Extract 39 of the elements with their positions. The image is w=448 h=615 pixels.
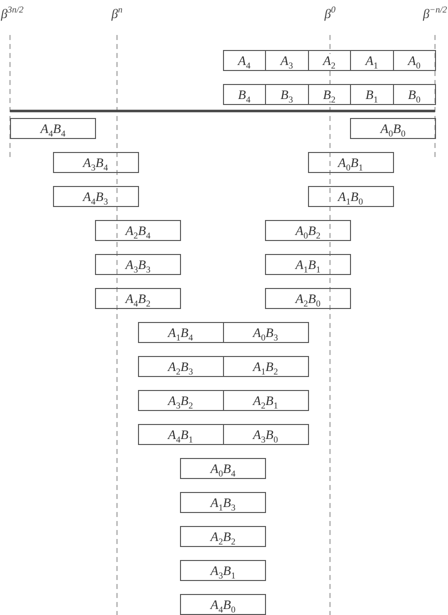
partial-product-box: A$_{0}$B$_{1}$ — [308, 152, 394, 173]
partial-product-box: A$_{2}$B$_{2}$ — [180, 526, 266, 547]
partial-product-box: A$_{4}$B$_{2}$ — [95, 288, 181, 309]
partial-product-box: A$_{0}$B$_{0}$ — [350, 118, 436, 139]
partial-product-box: A$_{3}$B$_{2}$ — [138, 390, 224, 411]
partial-product-box: A$_{0}$B$_{2}$ — [265, 220, 351, 241]
operand-digit-box: A$_{0}$ — [392, 50, 436, 71]
partial-product-box: A$_{3}$B$_{1}$ — [180, 560, 266, 581]
power-label: β$^{0}$ — [324, 6, 336, 22]
operand-digit-box: B$_{1}$ — [350, 84, 394, 105]
partial-product-box: A$_{4}$B$_{0}$ — [180, 594, 266, 615]
operand-digit-box: A$_{2}$ — [308, 50, 351, 71]
partial-product-box: A$_{4}$B$_{1}$ — [138, 424, 224, 445]
operand-digit-box: B$_{3}$ — [265, 84, 308, 105]
partial-product-box: A$_{2}$B$_{0}$ — [265, 288, 351, 309]
partial-product-box: A$_{3}$B$_{4}$ — [52, 152, 138, 173]
partial-product-box: A$_{1}$B$_{1}$ — [265, 254, 351, 275]
partial-product-box: A$_{0}$B$_{4}$ — [180, 458, 266, 479]
partial-product-box: A$_{3}$B$_{0}$ — [222, 424, 308, 445]
partial-product-box: A$_{4}$B$_{4}$ — [10, 118, 96, 139]
partial-product-box: A$_{1}$B$_{3}$ — [180, 492, 266, 513]
partial-product-box: A$_{3}$B$_{3}$ — [95, 254, 181, 275]
operand-digit-box: B$_{4}$ — [222, 84, 266, 105]
partial-product-box: A$_{1}$B$_{2}$ — [222, 356, 308, 377]
partial-product-box: A$_{0}$B$_{3}$ — [222, 322, 308, 343]
partial-product-box: A$_{4}$B$_{3}$ — [52, 186, 138, 207]
power-label: β$^{n}$ — [112, 6, 122, 22]
operand-digit-box: A$_{4}$ — [222, 50, 266, 71]
partial-product-box: A$_{1}$B$_{4}$ — [138, 322, 224, 343]
operand-digit-box: B$_{0}$ — [392, 84, 436, 105]
operand-digit-box: B$_{2}$ — [308, 84, 351, 105]
operand-digit-box: A$_{1}$ — [350, 50, 394, 71]
power-label: β$^{−n/2}$ — [422, 6, 447, 22]
partial-product-box: A$_{2}$B$_{4}$ — [95, 220, 181, 241]
partial-product-box: A$_{2}$B$_{3}$ — [138, 356, 224, 377]
partial-product-box: A$_{1}$B$_{0}$ — [308, 186, 394, 207]
power-label: β$^{3n/2}$ — [1, 6, 24, 22]
operand-digit-box: A$_{3}$ — [265, 50, 308, 71]
partial-product-box: A$_{2}$B$_{1}$ — [222, 390, 308, 411]
